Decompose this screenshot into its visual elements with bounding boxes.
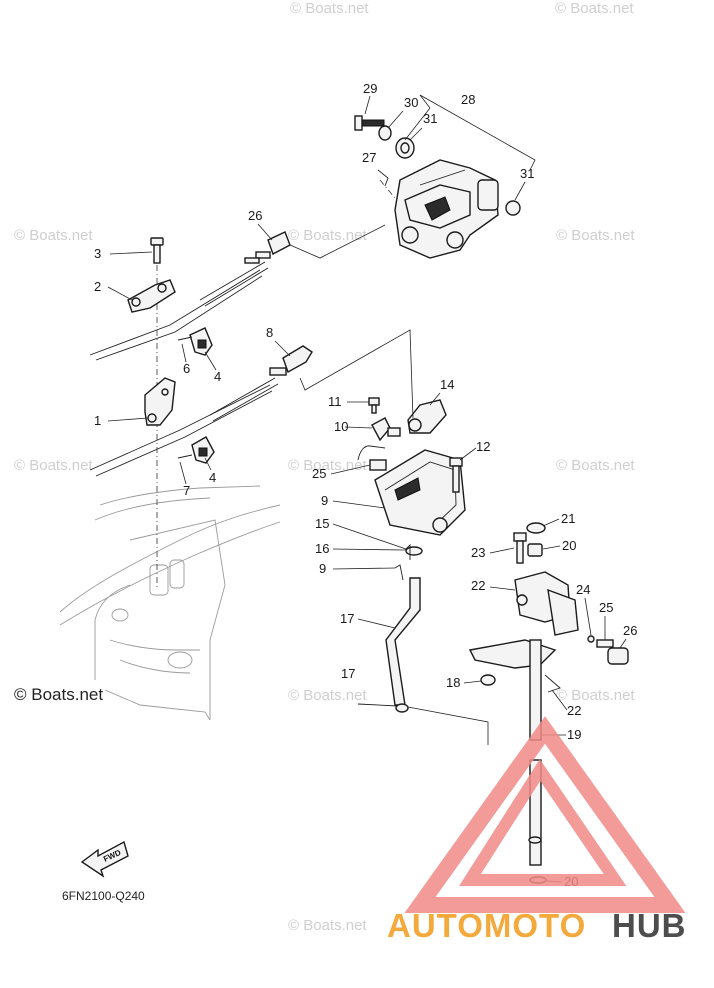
cable-clip-part-4 (191, 436, 215, 464)
watermark: © Boats.net (556, 457, 635, 474)
callout-14: 17 (341, 666, 355, 681)
nut-part-19 (527, 543, 543, 557)
callout-14: 16 (315, 541, 329, 556)
washer-part-31 (378, 125, 392, 141)
bracket-part-22 (514, 571, 579, 636)
callout-33: 29 (363, 81, 377, 96)
drawing-code: 6FN2100-Q240 (62, 889, 145, 903)
callout-6: 8 (266, 325, 273, 340)
watermark: © Boats.net (288, 227, 367, 244)
remote-control-box-part-30 (394, 159, 499, 259)
callout-2: 2 (94, 279, 101, 294)
pin-part-14 (357, 703, 399, 707)
callout-9: 10 (334, 419, 348, 434)
shift-lever-part-15 (385, 577, 421, 713)
watermark: © Boats.net (288, 687, 367, 704)
watermark: © Boats.net (288, 457, 367, 474)
screw-part-33 (354, 115, 385, 131)
screw-part-10 (368, 397, 380, 414)
callout-3: 3 (94, 246, 101, 261)
callout-32: 31 (423, 111, 437, 126)
bracket-part-1 (144, 377, 176, 426)
callout-15: 17 (340, 611, 354, 626)
callout-31: 31 (520, 166, 534, 181)
callout-8: 9 (321, 493, 328, 508)
callout-22: 22 (471, 578, 485, 593)
bracket-part-8 (374, 449, 466, 536)
callout-4: 4 (214, 369, 221, 384)
watermark: © Boats.net (556, 687, 635, 704)
callout-25: 25 (599, 600, 613, 615)
watermark: © Boats.net (14, 457, 93, 474)
callout-29: 27 (362, 150, 376, 165)
callout-16: 18 (446, 675, 460, 690)
watermark: © Boats.net (290, 0, 369, 17)
watermark: © Boats.net (288, 917, 367, 934)
watermarks: © Boats.net © Boats.net © Boats.net © Bo… (14, 0, 635, 934)
callout-28: 26 (248, 208, 262, 223)
callout-27: 25 (312, 466, 326, 481)
cable-end-part-6 (269, 345, 313, 376)
pin-part-14 (404, 543, 411, 560)
connection-lines (289, 94, 536, 745)
callout-7: 9 (319, 561, 326, 576)
automotohub-logo: AUTOMOTO HUB (387, 716, 687, 944)
watermark: © Boats.net (14, 685, 103, 704)
cover-part-12 (407, 399, 447, 434)
clip-part-9 (371, 417, 401, 442)
callout-19: 20 (562, 538, 576, 553)
callout-30: 28 (461, 92, 475, 107)
callout-4: 4 (209, 470, 216, 485)
bolt-part-3 (150, 237, 164, 264)
callout-13: 15 (315, 516, 329, 531)
ball-part-24 (587, 635, 595, 643)
cable-clip-part-4 (189, 327, 213, 356)
callout-20: 21 (561, 511, 575, 526)
fwd-arrow: FWD (80, 840, 129, 878)
bushing-part-32 (395, 137, 415, 159)
callout-11: 12 (476, 439, 490, 454)
logo-primary-text: AUTOMOTO (387, 907, 586, 944)
callouts: 29 30 28 31 27 31 26 3 2 8 6 4 14 11 1 1… (94, 81, 637, 889)
engine-housing (59, 485, 281, 721)
washer-part-20 (526, 522, 546, 534)
callout-31: 30 (404, 95, 418, 110)
cable-clamp-part-2 (127, 279, 176, 313)
washer-part-13 (405, 546, 423, 556)
cable-end-part-28 (244, 231, 291, 264)
callout-21: 22 (567, 703, 581, 718)
callout-26: 26 (623, 623, 637, 638)
watermark: © Boats.net (555, 0, 634, 17)
shift-throttle-cables (89, 261, 279, 477)
callout-12: 14 (440, 377, 454, 392)
pin-part-29 (377, 169, 389, 187)
callout-10: 11 (328, 394, 342, 409)
spring-part-25 (596, 639, 614, 648)
bolt-part-11 (449, 457, 463, 493)
washer-part-31 (505, 200, 521, 216)
watermark: © Boats.net (556, 227, 635, 244)
watermark: © Boats.net (14, 227, 93, 244)
clip-part-7 (394, 564, 404, 581)
logo-secondary-text: HUB (612, 907, 687, 944)
callout-5: 6 (183, 361, 190, 376)
callout-24: 24 (576, 582, 590, 597)
shift-rod-part-17 (528, 639, 542, 866)
grommet-part-16 (480, 674, 496, 686)
callout-1: 1 (94, 413, 101, 428)
callout-17: 19 (567, 727, 581, 742)
callout-23: 23 (471, 545, 485, 560)
pin-part-5 (177, 336, 193, 341)
plug-part-26 (607, 647, 629, 665)
bolt-part-23 (513, 532, 527, 564)
callout-5: 7 (183, 483, 190, 498)
pin-part-5 (177, 454, 193, 459)
